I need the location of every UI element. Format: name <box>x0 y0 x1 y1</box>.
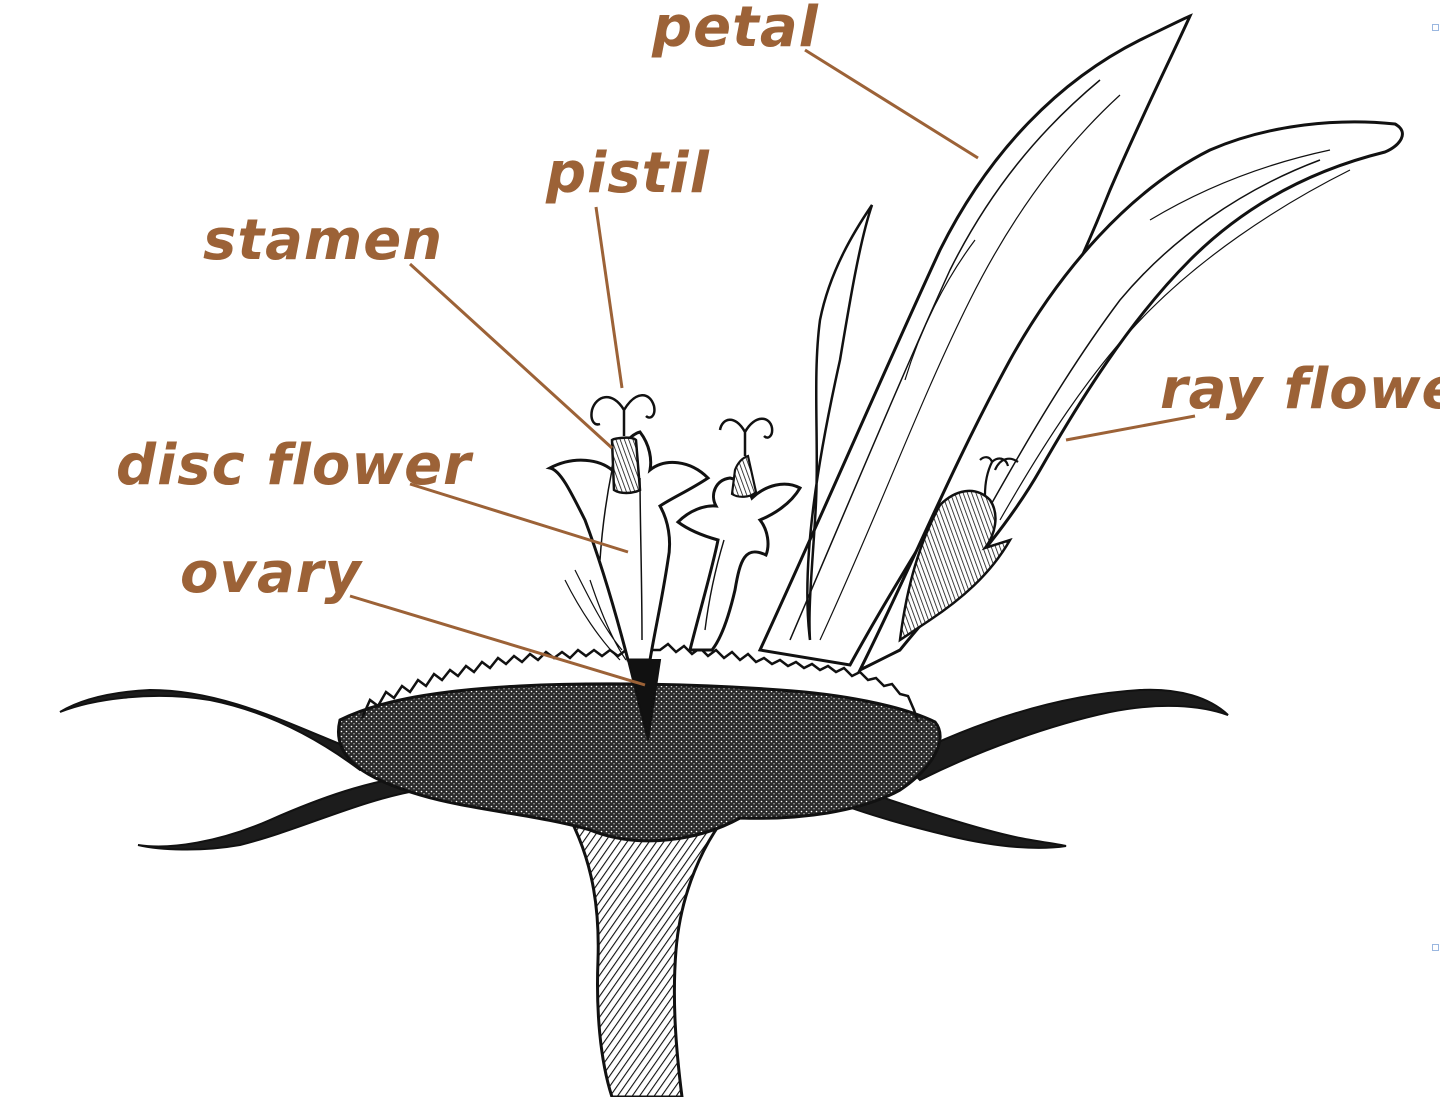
label-ovary: ovary <box>180 541 362 606</box>
bracts <box>59 688 1229 851</box>
petal-leader <box>804 48 979 160</box>
stem <box>557 798 744 1097</box>
label-petal: petal <box>652 0 819 60</box>
disc-flower-leader <box>409 482 629 554</box>
stamen-leader <box>408 262 614 450</box>
back-petal <box>806 204 874 641</box>
ray-flower-leader <box>1065 414 1196 442</box>
label-pistil: pistil <box>546 141 710 206</box>
disc-flower-1 <box>545 394 711 741</box>
ray-flower-tube <box>898 489 1013 643</box>
pistil-leader <box>594 206 624 389</box>
ovary-leader <box>349 594 646 687</box>
selection-handle-bottom <box>1432 944 1439 951</box>
selection-handle-top <box>1432 24 1439 31</box>
label-stamen: stamen <box>203 208 444 273</box>
disc-flower-2 <box>675 417 803 652</box>
label-ray-flower: ray flower <box>1160 357 1440 422</box>
receptacle <box>337 682 942 843</box>
label-disc-flower: disc flower <box>116 433 472 498</box>
second-petal <box>856 120 1404 674</box>
leader-lines <box>349 48 1196 687</box>
